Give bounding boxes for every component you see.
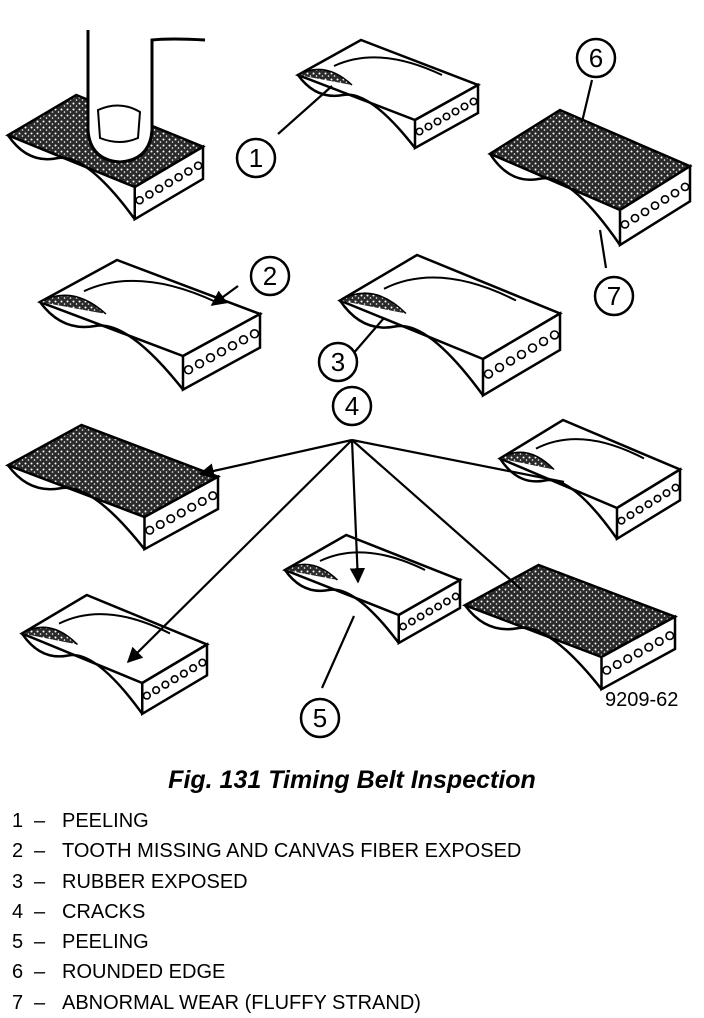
legend-dash: – bbox=[34, 991, 46, 1014]
legend-dash: – bbox=[34, 961, 46, 984]
callout-label: 5 bbox=[313, 703, 327, 733]
legend-text: TOOTH MISSING AND CANVAS FIBER EXPOSED bbox=[62, 840, 522, 863]
figure-caption: Fig. 131 Timing Belt Inspection bbox=[168, 766, 536, 794]
arrow-cracks-b bbox=[126, 439, 353, 664]
legend-item: 1–PEELING bbox=[12, 806, 521, 836]
belt-sample-cracks-c bbox=[282, 533, 463, 646]
legend-num: 6 bbox=[12, 961, 24, 984]
legend-dash: – bbox=[34, 900, 46, 923]
arrow-cracks-a bbox=[198, 438, 353, 479]
legend-text: ABNORMAL WEAR (FLUFFY STRAND) bbox=[62, 991, 421, 1014]
legend-text: CRACKS bbox=[62, 900, 146, 923]
callout-circle bbox=[249, 255, 291, 297]
figure-id: 9209-62 bbox=[605, 689, 678, 711]
legend-num: 7 bbox=[12, 991, 24, 1014]
legend-dash: – bbox=[34, 840, 46, 863]
legend-num: 2 bbox=[12, 840, 24, 863]
leader-line-3 bbox=[351, 317, 385, 356]
arrow-cracks-c bbox=[349, 439, 366, 584]
callout-1: 1 bbox=[235, 137, 277, 179]
legend-text: RUBBER EXPOSED bbox=[62, 870, 248, 893]
legend-dash: – bbox=[34, 870, 46, 893]
legend-dash: – bbox=[34, 931, 46, 954]
callout-label: 3 bbox=[331, 347, 345, 377]
callout-label: 4 bbox=[345, 391, 359, 421]
callout-label: 6 bbox=[589, 43, 603, 73]
callout-label: 2 bbox=[263, 261, 277, 291]
belt-sample-cracks-a bbox=[5, 423, 221, 552]
leader-line-1 bbox=[277, 85, 333, 135]
legend-item: 4–CRACKS bbox=[12, 897, 521, 927]
callout-circle bbox=[593, 275, 635, 317]
callout-5: 5 bbox=[299, 697, 341, 739]
callout-label: 1 bbox=[249, 143, 263, 173]
legend-item: 2–TOOTH MISSING AND CANVAS FIBER EXPOSED bbox=[12, 836, 521, 866]
belt-sample-cracks-b bbox=[19, 593, 210, 716]
legend-item: 7–ABNORMAL WEAR (FLUFFY STRAND) bbox=[12, 988, 521, 1018]
legend-text: PEELING bbox=[62, 810, 149, 832]
callout-circle bbox=[331, 385, 373, 427]
callout-6: 6 bbox=[575, 37, 617, 79]
callout-7: 7 bbox=[593, 275, 635, 317]
arrow-cracks-d bbox=[351, 439, 523, 591]
legend-item: 3–RUBBER EXPOSED bbox=[12, 867, 521, 897]
leader-line-2 bbox=[210, 285, 239, 306]
legend-item: 6–ROUNDED EDGE bbox=[12, 957, 521, 987]
belt-sample-cracks-e bbox=[497, 418, 683, 542]
callout-circle bbox=[235, 137, 277, 179]
belt-sample-rubber-exposed bbox=[337, 253, 563, 398]
callout-circle bbox=[299, 697, 341, 739]
legend-list: 1–PEELING 2–TOOTH MISSING AND CANVAS FIB… bbox=[12, 806, 521, 1018]
belt-sample-rounded-edge bbox=[487, 108, 693, 248]
timing-belt-illustration: 1 2 34 5 6 7 9209-62 bbox=[5, 30, 693, 739]
callout-4: 4 bbox=[331, 385, 373, 427]
legend-num: 5 bbox=[12, 931, 24, 954]
legend-text: PEELING bbox=[62, 931, 149, 954]
callout-2: 2 bbox=[249, 255, 291, 297]
legend-num: 4 bbox=[12, 900, 24, 923]
leader-line-7 bbox=[598, 229, 608, 269]
leader-line-6 bbox=[580, 79, 594, 123]
belt-sample-tooth-missing bbox=[37, 258, 263, 392]
callout-3: 3 bbox=[317, 341, 359, 383]
arrow-cracks-e bbox=[351, 438, 565, 484]
legend-dash: – bbox=[34, 810, 46, 832]
callout-label: 7 bbox=[607, 281, 621, 311]
legend-num: 1 bbox=[12, 810, 24, 832]
legend-num: 3 bbox=[12, 870, 24, 893]
legend-item: 5–PEELING bbox=[12, 927, 521, 957]
belt-sample-cracks-d bbox=[462, 563, 678, 692]
legend-text: ROUNDED EDGE bbox=[62, 961, 226, 984]
callout-circle bbox=[317, 341, 359, 383]
callout-circle bbox=[575, 37, 617, 79]
belt-sample-peeling bbox=[295, 38, 481, 151]
leader-line-5 bbox=[320, 615, 356, 689]
finger-illustration bbox=[86, 30, 206, 164]
